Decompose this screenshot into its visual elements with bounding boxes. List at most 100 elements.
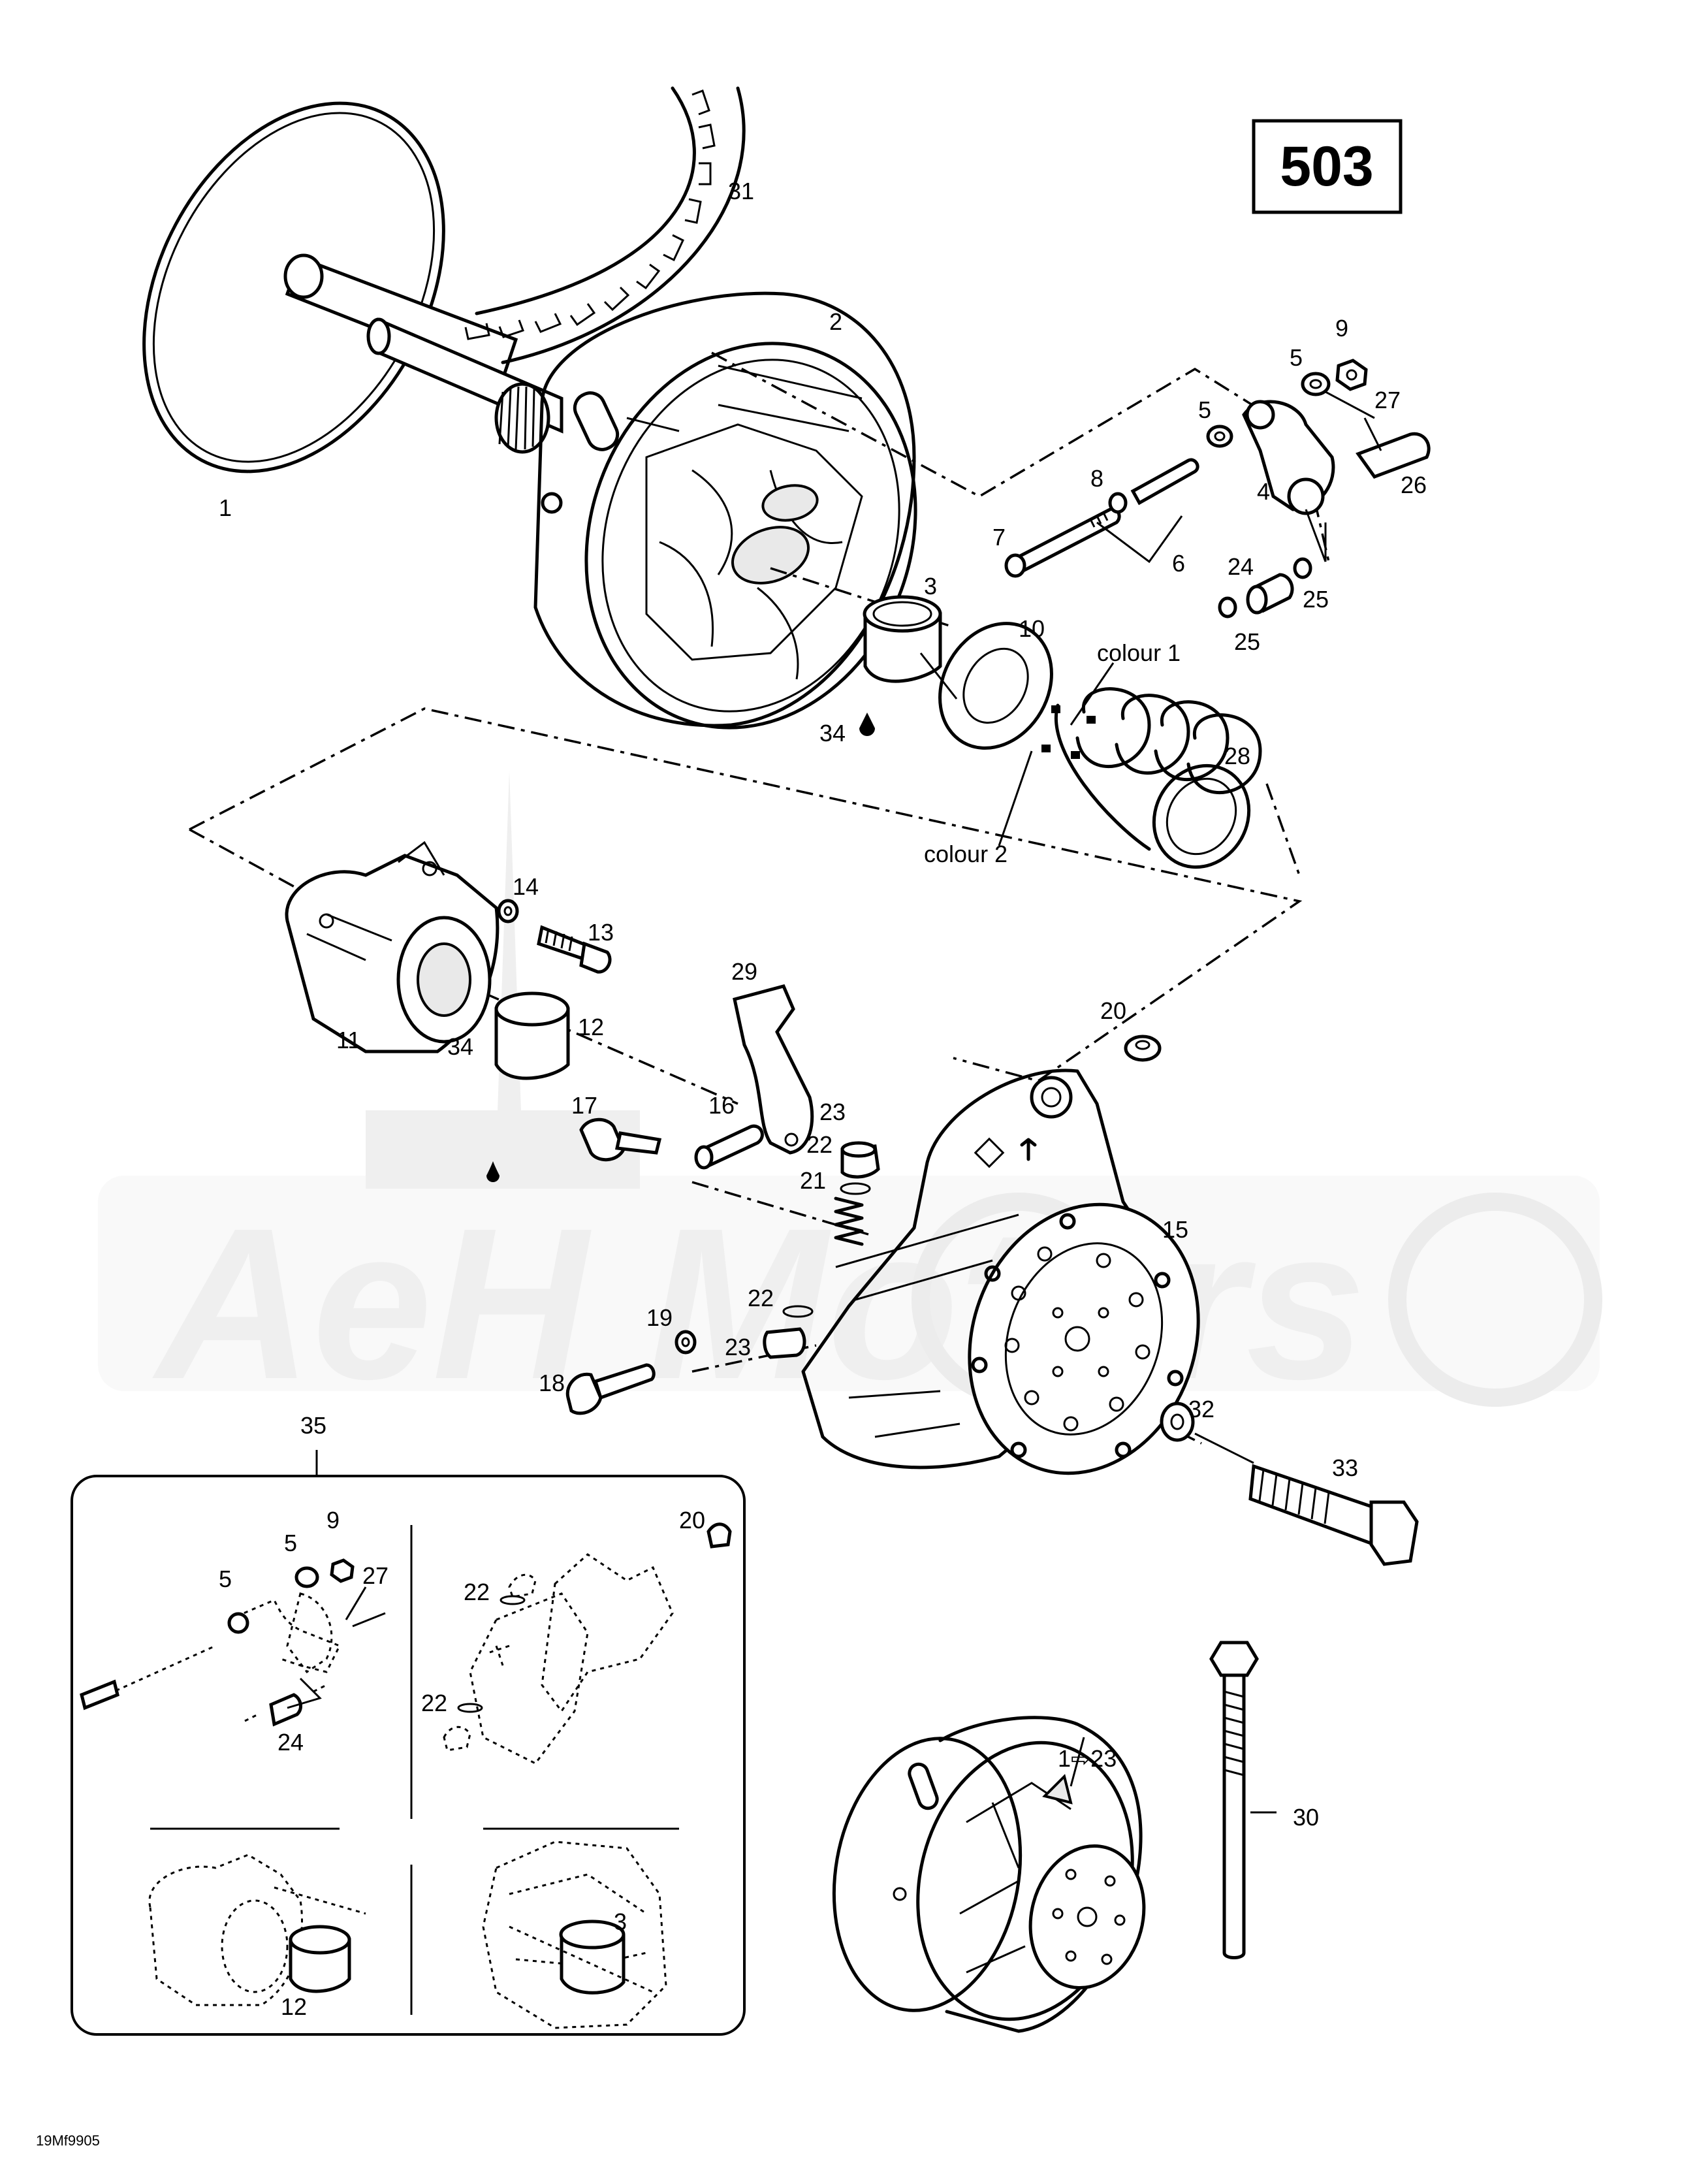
callouts: 1 2 3 4 5 5 6 7 8 9 10 11 12 13 14 15 16… xyxy=(219,178,1427,1831)
callout-25b: 25 xyxy=(1234,628,1260,655)
callout-23a: 23 xyxy=(819,1099,846,1125)
inset-box xyxy=(71,1450,746,2036)
fixed-sheave xyxy=(142,101,563,474)
inset-spider xyxy=(148,1854,366,2006)
callout-colour2: colour 2 xyxy=(924,841,1008,867)
callout-27: 27 xyxy=(1374,387,1401,413)
callout-colour1: colour 1 xyxy=(1097,639,1181,666)
drive-belt xyxy=(464,86,746,364)
callout-22b: 22 xyxy=(748,1285,774,1311)
washer-10 xyxy=(938,622,1053,750)
grease-icon xyxy=(859,713,875,736)
washer-25b xyxy=(1293,557,1312,579)
slider-buttons xyxy=(763,1141,880,1359)
spider-11 xyxy=(285,841,500,1053)
callout-5a: 5 xyxy=(1290,344,1303,371)
callout-21: 21 xyxy=(800,1167,826,1194)
washer-32 xyxy=(1160,1402,1195,1442)
inset-callout-5b: 5 xyxy=(284,1530,297,1556)
callout-23b: 23 xyxy=(725,1334,751,1360)
inset-callout-12: 12 xyxy=(281,1993,307,2020)
assembly-lines-upper xyxy=(711,351,1330,876)
callout-1: 1 xyxy=(219,494,232,521)
grease-icon xyxy=(486,1161,500,1182)
washer-14 xyxy=(497,899,519,923)
bolt-33 xyxy=(1194,1432,1419,1566)
movable-sheave xyxy=(533,291,917,730)
callout-33: 33 xyxy=(1332,1454,1358,1481)
callout-7: 7 xyxy=(992,524,1006,551)
inset-callout-22b: 22 xyxy=(421,1690,447,1716)
leader-lines xyxy=(919,391,1375,846)
callout-32: 32 xyxy=(1188,1396,1214,1422)
callout-9: 9 xyxy=(1335,315,1348,342)
callout-28: 28 xyxy=(1224,743,1250,769)
callout-11: 11 xyxy=(336,1027,360,1053)
callout-assembly: 1⇨23 xyxy=(1058,1745,1117,1772)
callout-8: 8 xyxy=(1090,465,1103,492)
roller-arm-assembly xyxy=(1206,359,1431,618)
inset-callout-20: 20 xyxy=(679,1507,705,1534)
callout-35: 35 xyxy=(300,1412,326,1439)
page-number: 503 xyxy=(1280,135,1374,198)
callout-29: 29 xyxy=(731,958,757,985)
inset-buttons xyxy=(443,1522,732,1765)
roller-24 xyxy=(1246,573,1294,615)
bushing-12 xyxy=(486,991,570,1182)
splined-shaft-end xyxy=(494,382,550,454)
pin-16 xyxy=(694,1124,764,1170)
callout-5b: 5 xyxy=(1198,396,1211,423)
hub-15 xyxy=(801,1068,1200,1475)
callout-12: 12 xyxy=(578,1014,604,1040)
bolt-30 xyxy=(1209,1641,1277,1959)
callout-3: 3 xyxy=(924,573,937,600)
inset-callout-24: 24 xyxy=(278,1729,304,1756)
screw-13 xyxy=(537,925,612,974)
inset-housing xyxy=(482,1840,667,2029)
watermark: AeH Motors xyxy=(98,771,1602,1424)
callout-18: 18 xyxy=(539,1370,565,1396)
callout-26: 26 xyxy=(1401,472,1427,498)
pin-screw-group xyxy=(1004,458,1199,578)
washer-25a xyxy=(1218,596,1237,618)
nut-9 xyxy=(1335,359,1368,391)
callout-24: 24 xyxy=(1228,553,1254,580)
spring-28 xyxy=(1041,687,1262,869)
callout-34b: 34 xyxy=(447,1033,473,1060)
callout-15: 15 xyxy=(1162,1216,1188,1243)
washer-19 xyxy=(674,1330,697,1355)
callout-34a: 34 xyxy=(819,720,846,747)
inset-callout-27: 27 xyxy=(362,1562,389,1589)
screw-18 xyxy=(565,1363,656,1415)
page-number-box: 503 xyxy=(1252,119,1403,214)
callout-31: 31 xyxy=(728,178,754,204)
washer-5a xyxy=(1206,425,1233,448)
callout-13: 13 xyxy=(588,919,614,946)
inset-arm-parts xyxy=(80,1558,386,1727)
callout-2: 2 xyxy=(829,308,842,335)
cap-20 xyxy=(1124,1035,1162,1062)
inset-callout-22a: 22 xyxy=(464,1579,490,1605)
callout-17: 17 xyxy=(571,1092,597,1119)
callout-4: 4 xyxy=(1257,478,1270,505)
callout-19: 19 xyxy=(646,1304,673,1331)
callout-30: 30 xyxy=(1293,1804,1319,1831)
callout-25a: 25 xyxy=(1303,586,1329,613)
callout-16: 16 xyxy=(708,1092,735,1119)
complete-assembly xyxy=(832,1716,1146,2033)
bushing-3 xyxy=(859,595,942,736)
inset-callout-3: 3 xyxy=(614,1908,627,1935)
inset-callouts: 5 5 9 27 24 20 22 22 12 3 xyxy=(219,1507,705,2020)
washer-5b xyxy=(1301,372,1331,396)
screw-17 xyxy=(579,1117,662,1162)
callout-20: 20 xyxy=(1100,997,1126,1024)
inset-callout-5a: 5 xyxy=(219,1566,232,1592)
callout-22a: 22 xyxy=(806,1131,833,1158)
callout-6: 6 xyxy=(1172,550,1185,577)
callout-10: 10 xyxy=(1019,615,1045,642)
drawing-code: 19Mf9905 xyxy=(36,2132,100,2149)
ramp-29 xyxy=(733,984,814,1155)
callout-14: 14 xyxy=(513,873,539,900)
inset-callout-9: 9 xyxy=(326,1507,340,1534)
